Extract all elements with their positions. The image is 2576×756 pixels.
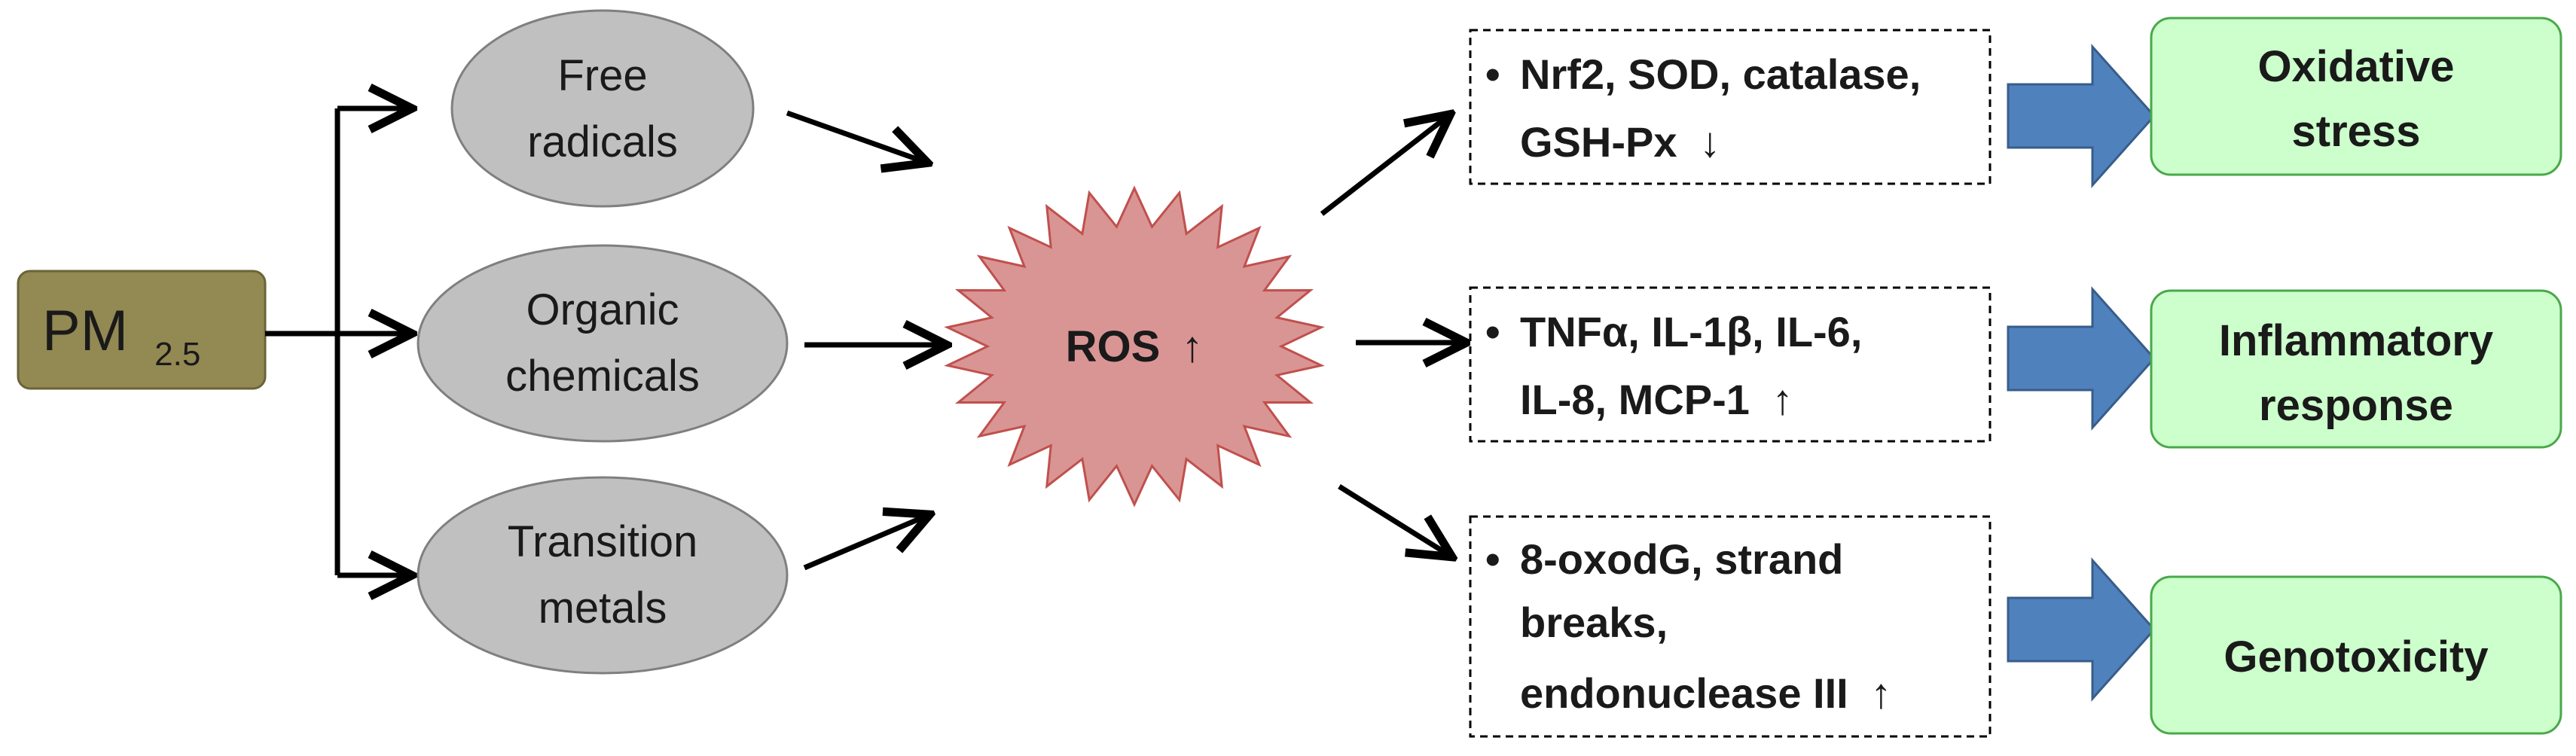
- pm25-source-box: PM 2.5: [17, 270, 267, 390]
- outcome-inflammatory-response: Inflammatory response: [2150, 289, 2562, 449]
- up-arrow: ↑: [1772, 376, 1793, 423]
- component-line1: Transition: [508, 517, 698, 566]
- marker-box-cytokines: • TNFα, IL-1β, IL-6, IL-8, MCP-1 ↑: [1469, 286, 1992, 443]
- block-arrow-to-inflammatory-response: [2007, 286, 2156, 431]
- arrow-ros-to-dna-damage-markers: [1338, 484, 1448, 554]
- component-free-radicals: Free radicals: [450, 9, 755, 208]
- marker-line1: Nrf2, SOD, catalase,: [1520, 50, 1921, 98]
- outcome-oxidative-stress: Oxidative stress: [2150, 17, 2562, 176]
- marker-line3: endonuclease III: [1520, 669, 1848, 717]
- marker-box-antioxidants: • Nrf2, SOD, catalase, GSH-Px ↓: [1469, 29, 1992, 185]
- component-line1: Free: [557, 51, 647, 100]
- component-transition-metals: Transition metals: [417, 476, 789, 675]
- arrow-ros-to-antioxidant-markers: [1320, 117, 1446, 216]
- marker-line2: breaks,: [1520, 599, 1668, 646]
- marker-box-dna-damage: • 8-oxodG, strand breaks, endonuclease I…: [1469, 515, 1992, 738]
- marker-line1: TNFα, IL-1β, IL-6,: [1520, 308, 1862, 355]
- block-arrow-to-genotoxicity: [2007, 557, 2156, 702]
- source-label: PM: [42, 299, 128, 363]
- component-line1: Organic: [526, 285, 679, 334]
- up-arrow: ↑: [1870, 669, 1891, 717]
- arrow-transition-metals-to-ros: [803, 517, 925, 571]
- arrow-free-radicals-to-ros: [786, 110, 923, 161]
- component-line2: radicals: [527, 117, 678, 166]
- ros-up-arrow: ↑: [1181, 322, 1203, 371]
- marker-bullet: •: [1485, 535, 1500, 583]
- svg-text:ROS ↑: ROS ↑: [1066, 322, 1204, 371]
- ros-starburst: ROS ↑: [944, 185, 1325, 508]
- outcome-line1: Oxidative: [2257, 42, 2454, 91]
- component-line2: chemicals: [505, 352, 700, 401]
- ros-label: ROS: [1066, 322, 1161, 371]
- block-arrow-to-oxidative-stress: [2007, 44, 2156, 188]
- source-subscript: 2.5: [154, 336, 200, 373]
- component-organic-chemicals: Organic chemicals: [417, 244, 789, 443]
- marker-line1: 8-oxodG, strand: [1520, 535, 1843, 583]
- outcome-line1: Inflammatory: [2219, 316, 2493, 365]
- outcome-line1: Genotoxicity: [2223, 633, 2488, 681]
- marker-bullet: •: [1485, 308, 1500, 355]
- outcome-line2: response: [2259, 381, 2453, 430]
- source-branch-connector: [265, 108, 407, 575]
- svg-text:PM 2.5: PM 2.5: [42, 299, 200, 373]
- marker-line2: GSH-Px: [1520, 118, 1677, 166]
- marker-bullet: •: [1485, 50, 1500, 98]
- down-arrow: ↓: [1699, 118, 1720, 166]
- component-line2: metals: [539, 584, 667, 633]
- outcome-genotoxicity: Genotoxicity: [2150, 575, 2562, 735]
- marker-line2: IL-8, MCP-1: [1520, 376, 1750, 423]
- svg-text:IL-8, MCP-1 ↑: IL-8, MCP-1 ↑: [1520, 376, 1793, 423]
- svg-text:GSH-Px ↓: GSH-Px ↓: [1520, 118, 1720, 166]
- svg-text:endonuclease III ↑: endonuclease III ↑: [1520, 669, 1891, 717]
- outcome-line2: stress: [2292, 107, 2421, 156]
